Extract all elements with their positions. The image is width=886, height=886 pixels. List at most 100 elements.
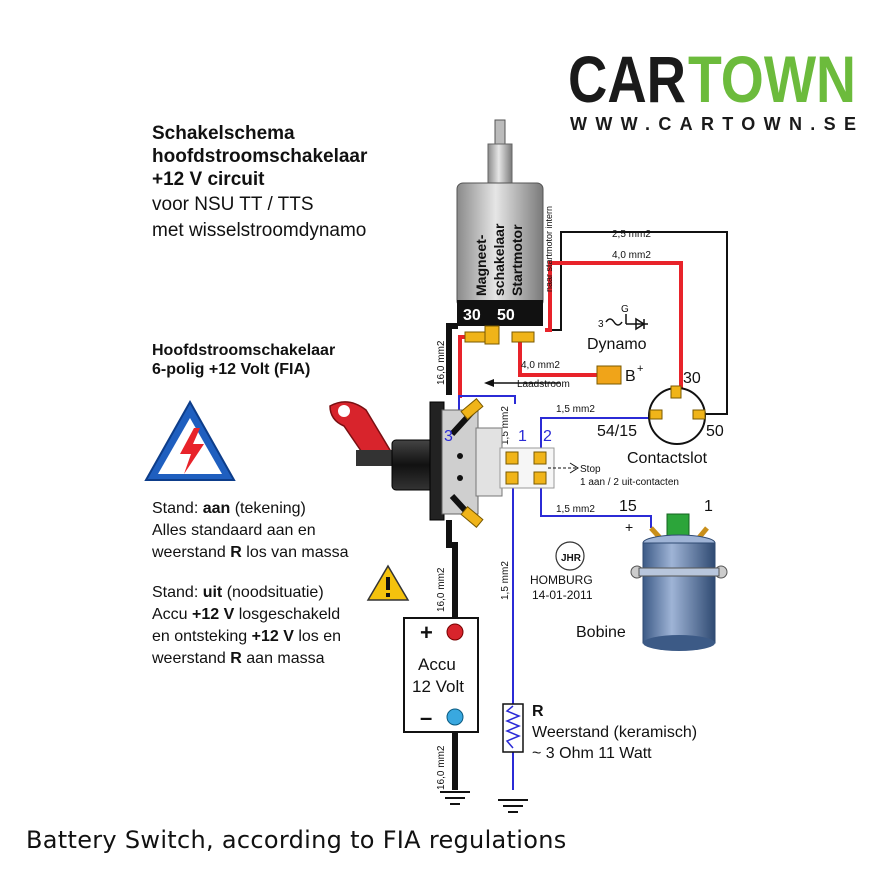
- aan-l3c: los van massa: [242, 544, 349, 561]
- switch-lug-bottom: [460, 506, 484, 528]
- uit-l2c: losgeschakeld: [234, 606, 340, 623]
- bobine-plus: +: [625, 519, 633, 535]
- dynamo-b-plus-sign: +: [637, 363, 643, 375]
- bobine-15: 15: [619, 498, 637, 515]
- resistor-coil-icon: [505, 705, 521, 749]
- homburg-stamp: JHR HOMBURG 14-01-2011: [530, 541, 593, 602]
- switch-dot-1: [457, 453, 463, 459]
- switch-term-1: 1: [518, 428, 527, 445]
- stamp-line-2: 14-01-2011: [532, 588, 593, 602]
- accu-label-1: Accu: [418, 655, 456, 674]
- dynamo-label: Dynamo: [587, 336, 647, 353]
- uit-l4b: R: [230, 650, 242, 667]
- wire-2-5mm: [545, 231, 728, 415]
- image-caption: Battery Switch, according to FIA regulat…: [26, 826, 567, 854]
- switch-heading-2: 6-polig +12 Volt (FIA): [152, 361, 310, 378]
- title-line-3: +12 V circuit: [152, 169, 265, 190]
- battery-accu: + Accu 12 Volt –: [403, 617, 479, 733]
- title-line-5: met wisselstroomdynamo: [152, 220, 366, 241]
- ground-symbol-resistor: [498, 799, 528, 813]
- starter-terminal-50: 50: [497, 307, 515, 324]
- label-4mm-mid: 4,0 mm2: [521, 360, 560, 371]
- key-shaft: [356, 450, 396, 466]
- cartown-logo: CAR TOWN WWW.CARTOWN.SE: [568, 42, 856, 134]
- contactslot-30: 30: [683, 370, 701, 387]
- aan-l3a: weerstand: [151, 544, 230, 561]
- contactslot-5415: 54/15: [597, 423, 637, 440]
- starter-pin: [494, 119, 506, 145]
- accu-label-2: 12 Volt: [412, 677, 464, 696]
- uit-l3a: en ontsteking: [152, 628, 252, 645]
- contactslot-50: 50: [706, 423, 724, 440]
- wire-blue-bobine: [540, 480, 652, 528]
- svg-text:Accu +12 V losgeschakeld: Accu +12 V losgeschakeld: [152, 606, 340, 623]
- uit-l3b: +12 V: [252, 628, 295, 645]
- svg-text:Stand: aan (tekening): Stand: aan (tekening): [152, 500, 306, 517]
- stamp-line-1: HOMBURG: [530, 573, 593, 587]
- label-2-5mm: 2,5 mm2: [612, 229, 651, 240]
- wire-4mm-red-dynamo: [518, 337, 597, 377]
- switch-term-2: 2: [543, 428, 552, 445]
- title-line-1: Schakelschema: [152, 123, 295, 144]
- aan-bold: aan: [203, 500, 231, 517]
- dynamo-b-plus-terminal: [596, 365, 622, 385]
- key-hole: [338, 405, 350, 417]
- accu-box: [403, 617, 479, 733]
- uit-prefix: Stand:: [152, 584, 203, 601]
- label-1-5mm-a: 1,5 mm2: [556, 404, 595, 415]
- high-voltage-warning-icon: [144, 399, 236, 481]
- accu-minus-terminal: [446, 708, 464, 726]
- svg-text:Stand: uit (noodsituatie): Stand: uit (noodsituatie): [152, 584, 324, 601]
- connector-50: [484, 325, 500, 345]
- diagram-title: Schakelschema hoofdstroomschakelaar +12 …: [152, 123, 368, 241]
- wire-blue-contactslot: [540, 417, 650, 455]
- starter-solenoid: Magneet- schakelaar Startmotor naar star…: [456, 119, 554, 345]
- uit-l4c: aan massa: [242, 650, 325, 667]
- stand-uit-text: Stand: uit (noodsituatie) Accu +12 V los…: [151, 584, 341, 667]
- dynamo-symbol: G 3 Dynamo B +: [587, 304, 648, 385]
- switch-stop-label: Stop: [580, 464, 601, 475]
- contactslot-pin-5415: [649, 409, 663, 420]
- stamp-circle: [555, 541, 585, 571]
- logo-town: TOWN: [688, 42, 856, 116]
- switch-knob: [391, 439, 437, 491]
- switch-dot-2: [457, 475, 463, 481]
- svg-text:en ontsteking +12 V los en: en ontsteking +12 V los en: [152, 628, 341, 645]
- stop-arrow: [569, 462, 579, 474]
- ground-symbol-accu: [440, 791, 470, 805]
- starter-terminal-30: 30: [463, 307, 481, 324]
- resistor-line-1: Weerstand (keramisch): [532, 724, 697, 741]
- label-1-5mm-b: 1,5 mm2: [556, 504, 595, 515]
- bobine-body: [642, 542, 716, 644]
- aan-l3b: R: [230, 544, 242, 561]
- laadstroom-arrowhead: [484, 379, 494, 387]
- wire-16mm-top: [446, 323, 458, 395]
- starter-side-text: naar startmotor intern: [544, 206, 554, 292]
- resistor-r-label: R: [532, 703, 544, 720]
- svg-text:weerstand R los van massa: weerstand R los van massa: [151, 544, 349, 561]
- resistor-line-2: ~ 3 Ohm 11 Watt: [532, 745, 652, 762]
- label-16mm-mid: 16,0 mm2: [436, 567, 447, 612]
- dynamo-g: G: [621, 304, 629, 315]
- wire-4mm-red-top: [545, 261, 683, 388]
- contactslot-label: Contactslot: [627, 450, 708, 467]
- accu-minus: –: [420, 705, 432, 730]
- aux-contact-2a: [533, 451, 547, 465]
- switch-contacts-label: 1 aan / 2 uit-contacten: [580, 477, 679, 488]
- label-16mm-top: 16,0 mm2: [436, 340, 447, 385]
- uit-suffix: (noodsituatie): [222, 584, 323, 601]
- starter-neck: [487, 143, 513, 185]
- uit-bold: uit: [203, 584, 223, 601]
- switch-lug-top: [460, 398, 484, 420]
- title-line-4: voor NSU TT / TTS: [152, 194, 314, 215]
- label-laadstroom: Laadstroom: [517, 379, 570, 390]
- uit-l4a: weerstand: [151, 650, 230, 667]
- starter-text-2: schakelaar: [491, 223, 507, 296]
- diode-icon: [635, 317, 646, 331]
- switch-heading-1: Hoofdstroomschakelaar: [152, 342, 335, 359]
- uit-l3c: los en: [294, 628, 341, 645]
- label-1-5mm-v: 1,5 mm2: [500, 561, 511, 600]
- starter-text-1: Magneet-: [473, 234, 489, 296]
- aux-contact-1a: [505, 451, 519, 465]
